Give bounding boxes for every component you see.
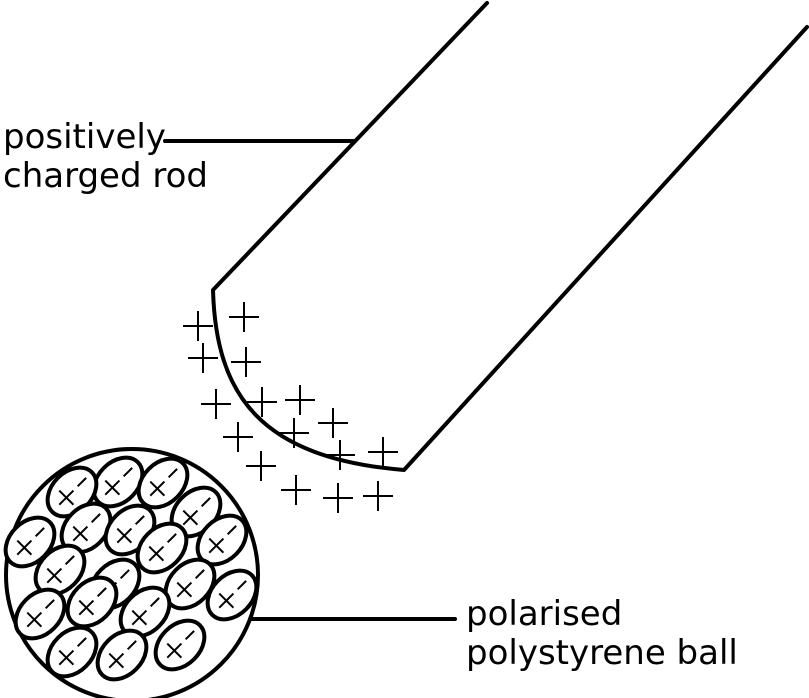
plus-charge [281, 475, 311, 505]
ball-label-line1: polarised [466, 594, 622, 634]
ball-label-line2: polystyrene ball [466, 633, 738, 673]
plus-charge [247, 387, 277, 417]
polarised-domain [95, 628, 149, 682]
polarised-domain [59, 501, 113, 555]
ball-outline [4, 447, 260, 698]
polarised-domain [3, 515, 57, 569]
polarised-domain [13, 587, 67, 641]
polarised-domain [45, 625, 99, 679]
plus-charge [229, 302, 259, 332]
plus-charge [285, 385, 315, 415]
plus-charge [188, 343, 218, 373]
polarised-domain [205, 568, 259, 622]
polarised-domain [135, 521, 189, 575]
rod-charges [183, 302, 398, 513]
polarised-domain [91, 455, 145, 509]
plus-charge [368, 437, 398, 467]
polarised-domain [136, 456, 190, 510]
polystyrene-ball [3, 447, 260, 698]
plus-charge [231, 347, 261, 377]
charged-rod [211, 1, 809, 472]
polarised-domain [65, 575, 119, 629]
plus-charge [323, 483, 353, 513]
plus-charge [363, 481, 393, 511]
plus-charge [183, 311, 213, 341]
polarised-domain [118, 585, 172, 639]
rod-label: positively charged rod [3, 117, 208, 196]
rod-label-line1: positively [3, 117, 166, 157]
plus-charge [223, 422, 253, 452]
plus-charge [201, 389, 231, 419]
ball-label: polarised polystyrene ball [466, 594, 738, 673]
polarised-domain [153, 618, 207, 672]
plus-charge [325, 440, 355, 470]
plus-charge [318, 408, 348, 438]
plus-charge [246, 451, 276, 481]
plus-charge [279, 418, 309, 448]
rod-label-line2: charged rod [3, 156, 208, 196]
ball-domains [3, 455, 259, 682]
